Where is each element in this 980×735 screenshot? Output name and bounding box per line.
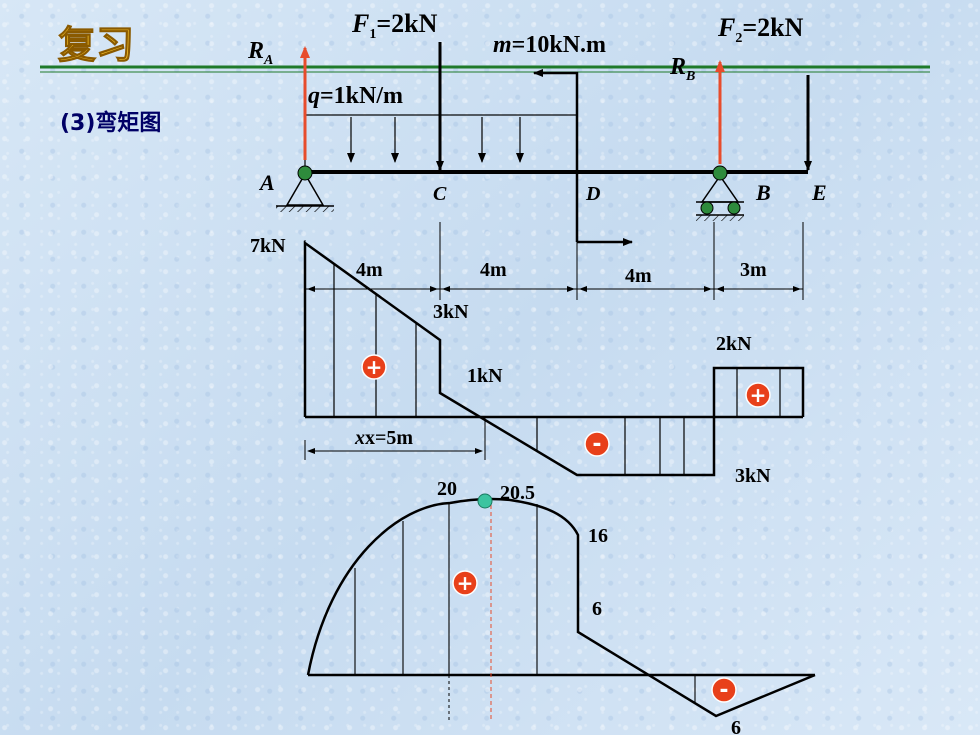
- q-label: q=1kN/m: [308, 83, 403, 109]
- svg-text:+: +: [750, 383, 767, 407]
- force-f1-label: F1=2kN: [351, 9, 438, 42]
- span-db-label: 4m: [625, 265, 652, 287]
- moment-value-d-left: 16: [588, 525, 608, 547]
- shear-value-a: 7kN: [250, 235, 286, 257]
- point-b-label: B: [755, 180, 771, 205]
- moment-hatch: [354, 504, 696, 703]
- review-title: 复习: [58, 23, 134, 67]
- span-ac-label: 4m: [356, 259, 383, 281]
- shear-value-c-right: 1kN: [467, 365, 503, 387]
- moment-diagram: 20 20.5 16 6 6 + -: [306, 478, 816, 735]
- svg-text:+: +: [366, 355, 383, 379]
- reaction-a-label: RA: [247, 38, 273, 68]
- svg-text:-: -: [592, 432, 601, 457]
- svg-text:+: +: [457, 571, 474, 595]
- shear-value-b-right: 2kN: [716, 333, 752, 355]
- header-logo: 复习: [58, 23, 135, 68]
- roller-support-b: [696, 165, 744, 221]
- span-cd-label: 4m: [480, 259, 507, 281]
- section-subtitle: (3)弯矩图: [60, 110, 161, 136]
- pin-support-a: [276, 165, 334, 212]
- shear-outline: [303, 240, 805, 477]
- moment-value-max: 20.5: [500, 482, 535, 504]
- svg-text:-: -: [719, 678, 728, 703]
- shear-value-c-left: 3kN: [433, 301, 469, 323]
- moment-value-b: 6: [731, 717, 741, 735]
- moment-value-c: 20: [437, 478, 457, 500]
- couple-label: m=10kN.m: [493, 32, 606, 58]
- point-a-label: A: [258, 170, 275, 195]
- moment-positive-badge: +: [452, 570, 478, 596]
- distributed-load-arrows: [347, 117, 524, 163]
- shear-positive-badge-2: +: [745, 382, 771, 408]
- point-c-label: C: [433, 183, 447, 205]
- reaction-b-label: RB: [669, 54, 695, 84]
- moment-negative-badge: -: [711, 677, 737, 703]
- force-f2-label: F2=2kN: [717, 13, 804, 46]
- point-d-label: D: [585, 183, 600, 205]
- beam-loading: q=1kN/m RA RB F1=2kN: [247, 9, 827, 246]
- max-moment-point: [477, 493, 493, 509]
- couple-moment: [533, 69, 633, 246]
- shear-positive-badge-1: +: [361, 354, 387, 380]
- shear-value-b-left: 3kN: [735, 465, 771, 487]
- dimension-line: 4m 4m 4m 3m: [304, 222, 804, 300]
- moment-curve: [306, 497, 816, 718]
- span-be-label: 3m: [740, 259, 767, 281]
- moment-value-d-right: 6: [592, 598, 602, 620]
- shear-diagram: xx=5m 7kN 3kN 1kN 2kN 3kN + - +: [250, 235, 805, 487]
- shear-negative-badge: -: [584, 431, 610, 457]
- point-e-label: E: [811, 180, 827, 205]
- zero-shear-distance: xx=5m: [354, 427, 413, 449]
